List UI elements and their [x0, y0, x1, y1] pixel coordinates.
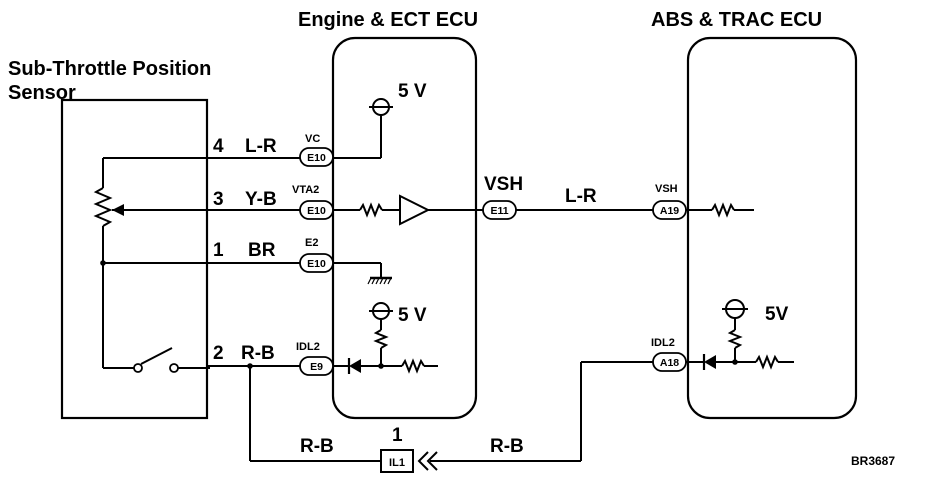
engine-5v-bottom-label: 5 V	[398, 305, 427, 326]
engine-diode-icon	[349, 359, 361, 373]
abs-vsh-circuit	[686, 202, 754, 218]
terminal-idl2-engine-label: IDL2	[296, 341, 320, 353]
abs-ecu-title: ABS & TRAC ECU	[651, 9, 822, 31]
connector-a19-label: A19	[660, 205, 679, 217]
wire-vsh-color: L-R	[565, 186, 597, 207]
engine-ground	[333, 262, 392, 285]
junction-number: 1	[392, 425, 403, 446]
engine-5v-top	[333, 98, 393, 159]
engine-vta2-circuit	[333, 194, 484, 226]
connector-e9-label: E9	[310, 361, 323, 373]
connector-il1	[380, 449, 414, 473]
abs-5v-label: 5V	[765, 304, 789, 325]
idle-switch	[103, 347, 210, 373]
engine-5v-top-label: 5 V	[398, 81, 427, 102]
engine-ecu-title: Engine & ECT ECU	[298, 9, 478, 31]
terminal-vta2-label: VTA2	[292, 184, 319, 196]
wire-2-color: R-B	[241, 343, 275, 364]
wire-4-pin: 4	[213, 136, 224, 157]
vsh-engine-label: VSH	[484, 174, 523, 195]
wire-1-color: BR	[248, 240, 276, 261]
abs-diode-icon	[704, 355, 716, 369]
wire-bottom-right-color: R-B	[490, 436, 524, 457]
potentiometer	[93, 158, 210, 368]
terminal-e2-label: E2	[305, 237, 318, 249]
buffer-amplifier-icon	[399, 194, 431, 226]
wire-4-color: L-R	[245, 136, 277, 157]
abs-ecu-box	[686, 36, 858, 420]
connector-e10-e2-label: E10	[307, 258, 326, 270]
terminal-idl2-abs-label: IDL2	[651, 337, 675, 349]
connector-e10-vc-label: E10	[307, 152, 326, 164]
wire-1-pin: 1	[213, 240, 224, 261]
connector-a18-label: A18	[660, 357, 679, 369]
figure-code: BR3687	[851, 454, 895, 468]
wiper-arrow-icon	[112, 204, 124, 216]
connector-e11-label: E11	[490, 205, 508, 217]
engine-idl2-circuit	[333, 302, 438, 374]
junction-routing	[247, 361, 653, 471]
sensor-title-line1: Sub-Throttle Position	[8, 58, 211, 80]
wire-bottom-left-color: R-B	[300, 436, 334, 457]
wire-2-pin: 2	[213, 343, 224, 364]
connector-e10-vta2-label: E10	[307, 205, 326, 217]
engine-ecu-box	[331, 36, 478, 420]
abs-idl2-circuit	[686, 299, 794, 370]
terminal-vsh-abs-label: VSH	[655, 183, 678, 195]
terminal-vc-label: VC	[305, 133, 320, 145]
wire-3-color: Y-B	[245, 189, 277, 210]
wire-3-pin: 3	[213, 189, 224, 210]
connector-il1-label: IL1	[389, 457, 405, 469]
sensor-title-line2: Sensor	[8, 82, 76, 104]
